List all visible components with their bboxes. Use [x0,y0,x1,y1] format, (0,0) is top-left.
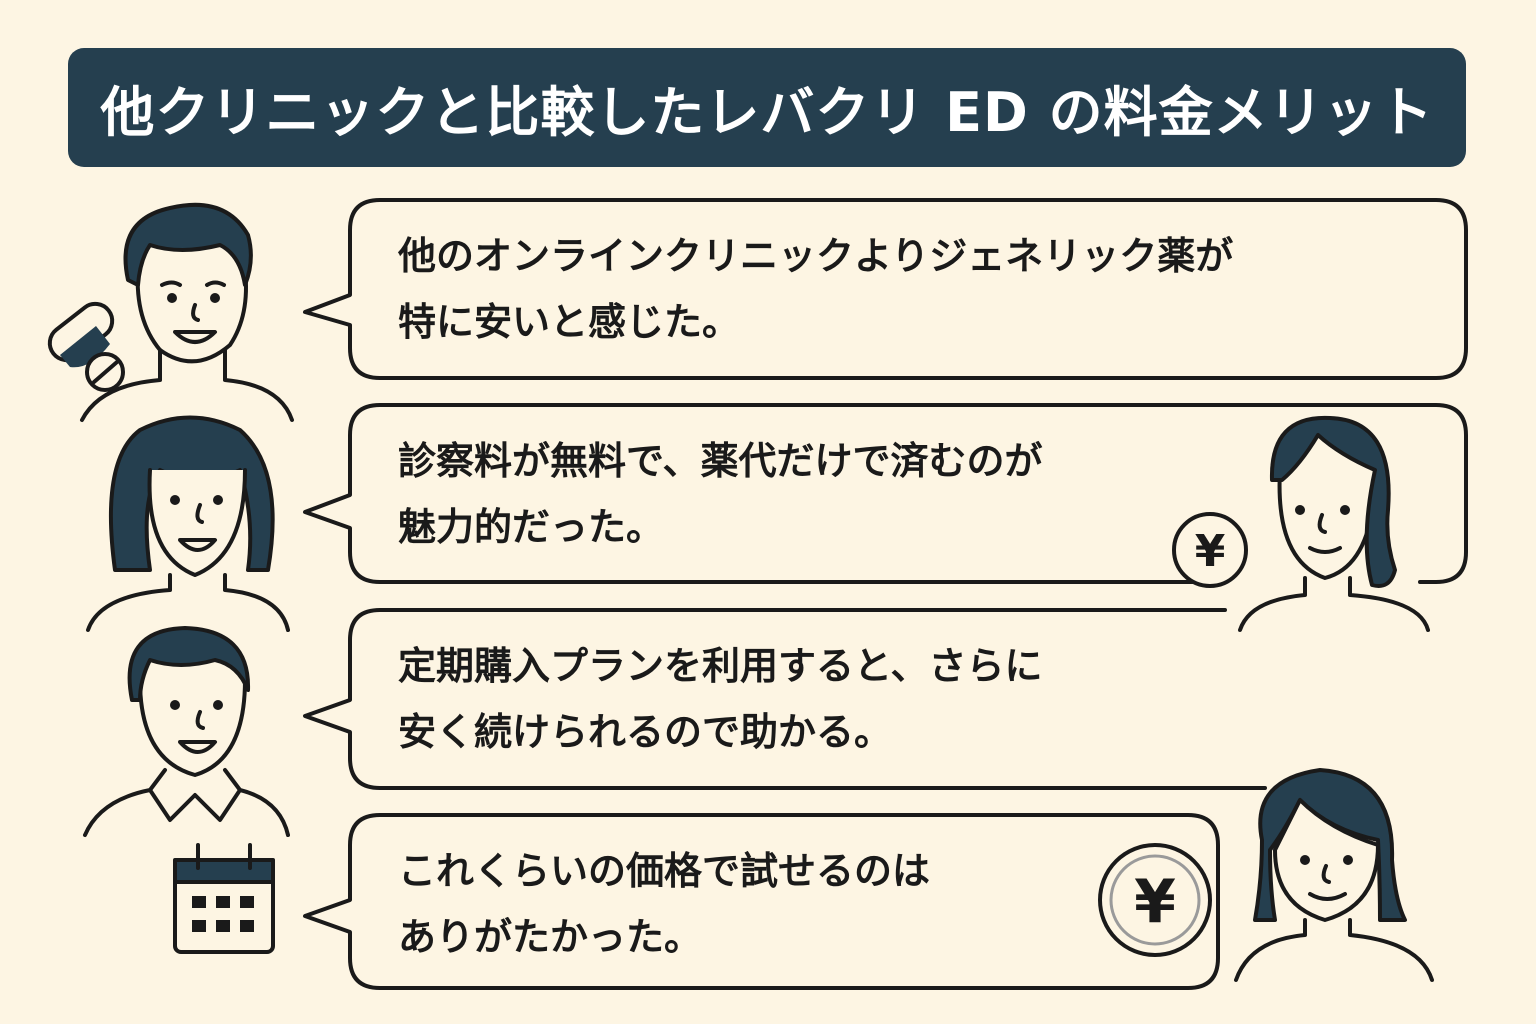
speech-bubble-1 [303,198,1468,380]
speech-bubble-4 [303,813,1220,990]
man-avatar-1 [47,202,294,422]
speech-bubble-3 [303,608,1267,790]
testimonial-text-4: これくらいの価格で試せるのは ありがたかった。 [398,849,931,959]
svg-text:¥: ¥ [1195,526,1226,577]
svg-text:¥: ¥ [1134,867,1176,937]
yen-coin-icon: ¥ [1098,843,1212,957]
testimonial-text-1: 他のオンラインクリニックよりジェネリック薬が 特に安いと感じた。 [398,234,1234,344]
pill-icon [47,301,125,392]
calendar-icon [173,843,275,954]
woman-avatar-1 [86,415,290,632]
title-banner: 他クリニックと比較したレバクリ ED の料金メリット [68,48,1466,167]
testimonial-text-3: 定期購入プランを利用すると、さらに 安く続けられるので助かる。 [398,644,1043,754]
yen-coin-icon: ¥ [1172,512,1248,588]
woman-avatar-2: ¥ [1172,415,1430,632]
man-avatar-2 [83,626,290,954]
testimonial-text-2: 診察料が無料で、薬代だけで済むのが 魅力的だった。 [398,439,1043,549]
page-title: 他クリニックと比較したレバクリ ED の料金メリット [100,81,1434,144]
woman-avatar-3: ¥ [1098,768,1434,982]
